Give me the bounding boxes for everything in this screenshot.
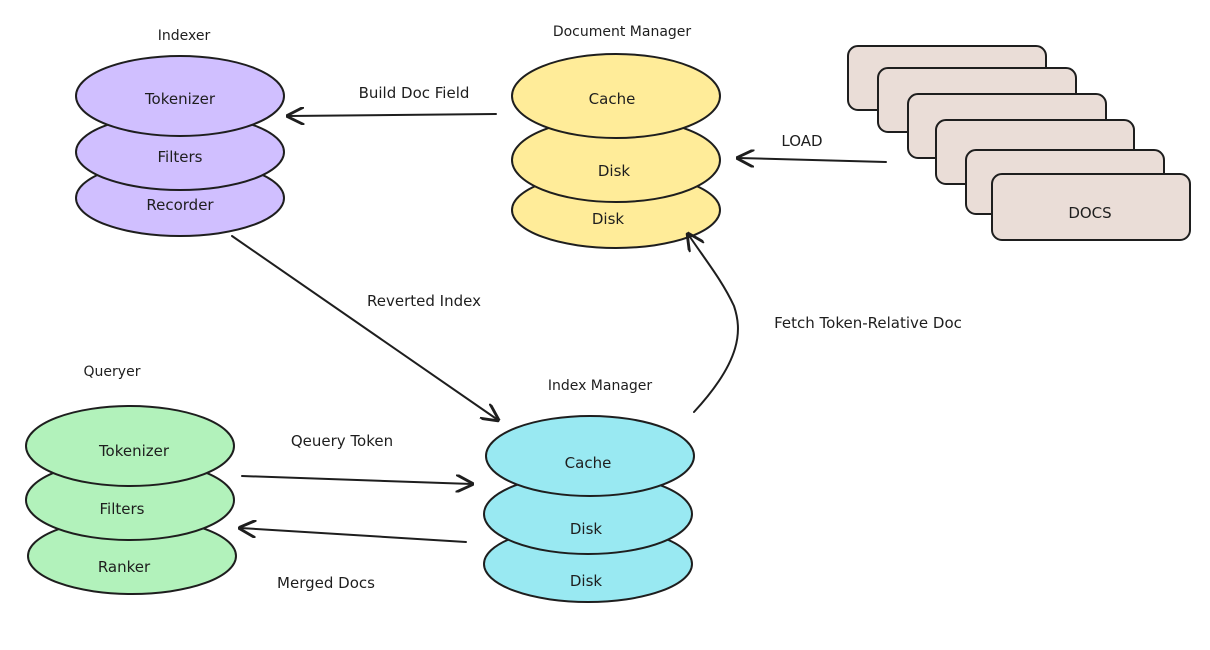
index-manager-layer-2-label: Disk bbox=[570, 520, 603, 538]
indexer-layer-1-shape bbox=[75, 55, 285, 137]
build-doc-field-arrow bbox=[288, 114, 497, 116]
reverted-index-label: Reverted Index bbox=[367, 292, 481, 310]
indexer-layer-3-label: Recorder bbox=[146, 196, 214, 214]
query-token-label: Qeuery Token bbox=[291, 432, 393, 450]
merged-docs-label: Merged Docs bbox=[277, 574, 375, 592]
edge-reverted-index: Reverted Index bbox=[231, 235, 498, 420]
queryer-layer-2-label: Filters bbox=[100, 500, 145, 518]
fetch-token-relative-doc-label: Fetch Token-Relative Doc bbox=[774, 314, 962, 332]
queryer-layer-3-label: Ranker bbox=[98, 558, 151, 576]
index-manager-node: Index Manager Cache Disk Disk bbox=[483, 378, 695, 603]
index-manager-title: Index Manager bbox=[548, 378, 653, 394]
edge-build-doc-field: Build Doc Field bbox=[288, 84, 497, 116]
indexer-layer-2-label: Filters bbox=[158, 148, 203, 166]
queryer-node: Queryer Tokenizer Filters Ranker bbox=[25, 364, 237, 595]
document-manager-layer-1-label: Cache bbox=[589, 90, 636, 108]
document-manager-node: Document Manager Cache Disk Disk bbox=[511, 24, 721, 249]
document-manager-layer-1-shape bbox=[511, 53, 721, 139]
docs-stack: DOCS bbox=[847, 45, 1191, 241]
build-doc-field-label: Build Doc Field bbox=[359, 84, 470, 102]
index-manager-layer-1-label: Cache bbox=[565, 454, 612, 472]
document-manager-title: Document Manager bbox=[553, 24, 692, 40]
edge-query-token: Qeuery Token bbox=[241, 432, 472, 484]
indexer-layer-1-label: Tokenizer bbox=[144, 90, 216, 108]
index-manager-layer-1-shape bbox=[485, 415, 695, 497]
merged-docs-arrow bbox=[240, 528, 467, 543]
index-manager-layer-3-label: Disk bbox=[570, 572, 603, 590]
document-manager-layer-2-label: Disk bbox=[598, 162, 631, 180]
indexer-node: Indexer Tokenizer Filters Recorder bbox=[75, 28, 285, 237]
queryer-layer-1-shape bbox=[25, 405, 235, 487]
fetch-token-relative-doc-arrow bbox=[688, 234, 739, 413]
edge-merged-docs: Merged Docs bbox=[240, 528, 467, 592]
docs-label: DOCS bbox=[1068, 204, 1111, 222]
reverted-index-arrow bbox=[231, 235, 498, 420]
load-label: LOAD bbox=[781, 132, 822, 150]
queryer-layer-1-label: Tokenizer bbox=[98, 442, 170, 460]
indexer-title: Indexer bbox=[158, 28, 211, 44]
load-arrow bbox=[738, 158, 887, 162]
queryer-title: Queryer bbox=[84, 364, 141, 380]
edge-load: LOAD bbox=[738, 132, 887, 162]
doc-card bbox=[991, 173, 1191, 241]
edge-fetch-token-relative-doc: Fetch Token-Relative Doc bbox=[688, 234, 962, 413]
document-manager-layer-3-label: Disk bbox=[592, 210, 625, 228]
query-token-arrow bbox=[241, 476, 472, 484]
